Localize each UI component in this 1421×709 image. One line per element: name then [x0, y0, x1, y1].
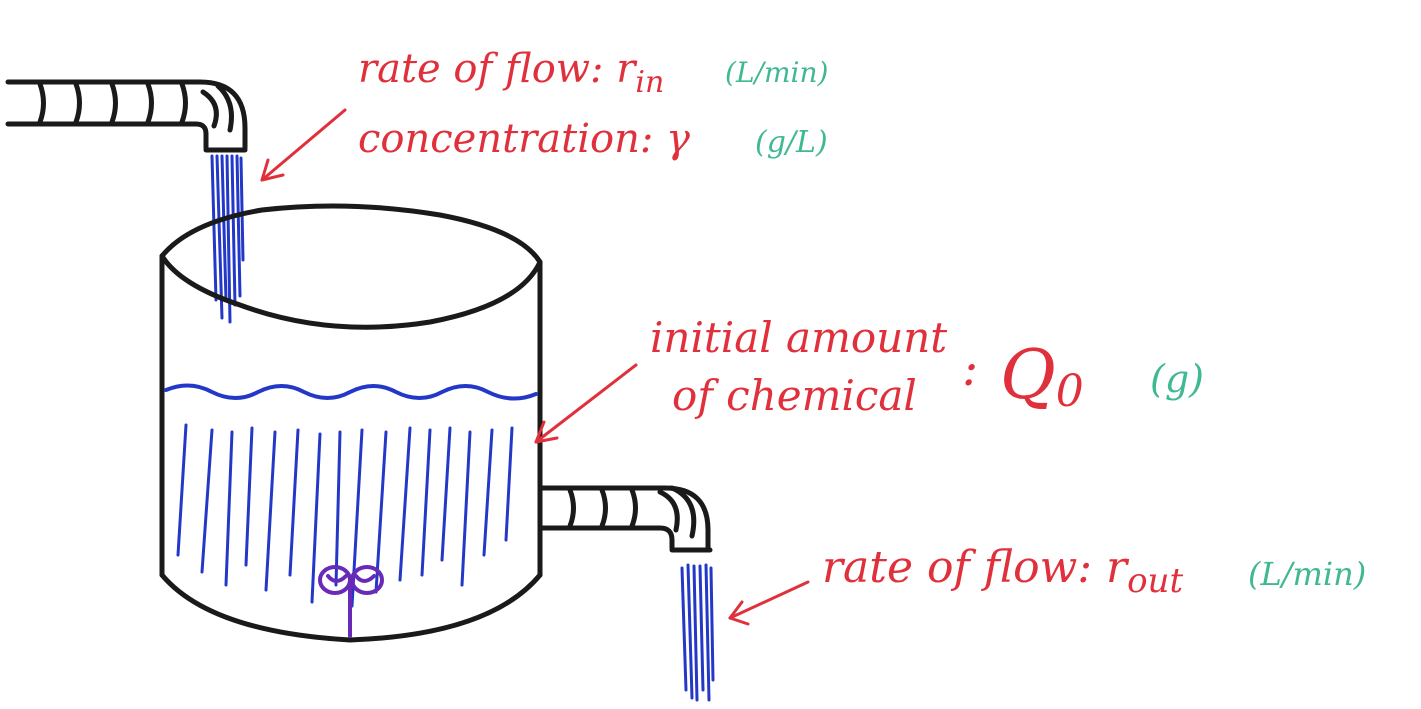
outflow-stream [680, 563, 715, 702]
outlet-pipe [537, 485, 713, 553]
inflow-label: rate of flow: rin (L/min) concentration:… [358, 46, 828, 162]
inflow-rate-unit: L/min [735, 56, 818, 89]
svg-text:rate of flow: rout: rate of flow: rout [822, 542, 1183, 601]
inflow-rate-text: rate of flow: r [358, 46, 638, 92]
inflow-stream [210, 154, 245, 324]
svg-text:rate of flow: rin: rate of flow: rin [358, 46, 664, 100]
outflow-rate-text: rate of flow: r [822, 542, 1130, 593]
outflow-rate-sub: out [1127, 561, 1183, 601]
outflow-label: rate of flow: rout (L/min) [822, 542, 1366, 601]
arrows [260, 108, 810, 626]
inflow-arrow [260, 108, 347, 182]
svg-text:(L/min): (L/min) [725, 56, 828, 89]
water-hatching [176, 423, 514, 608]
inflow-concentration-text: concentration: γ [358, 116, 690, 162]
tank-label-line1: initial amount [650, 313, 947, 362]
tank [159, 203, 543, 643]
outflow-unit: L/min [1259, 555, 1353, 593]
inflow-rate-sub: in [635, 65, 664, 100]
svg-text:(L/min): (L/min) [1248, 555, 1366, 593]
inflow-concentration-unit: g/L [767, 125, 816, 160]
tank-symbol-sub: 0 [1056, 366, 1084, 417]
water-surface [164, 383, 538, 401]
svg-text:Q0: Q0 [1000, 336, 1084, 417]
svg-text:(g): (g) [1150, 357, 1204, 401]
tank-label: initial amount of chemical : Q0 (g) [650, 313, 1204, 420]
tank-unit: g [1165, 357, 1189, 401]
tank-label-line2: of chemical [672, 371, 917, 420]
tank-arrow [534, 363, 638, 444]
svg-text::: : [962, 341, 978, 397]
outflow-arrow [728, 580, 810, 626]
svg-text:(g/L): (g/L) [755, 125, 828, 160]
tank-symbol: Q [1000, 336, 1056, 415]
tank-bottom [159, 572, 543, 643]
inlet-pipe [5, 79, 248, 153]
mixer-icon [318, 565, 384, 638]
